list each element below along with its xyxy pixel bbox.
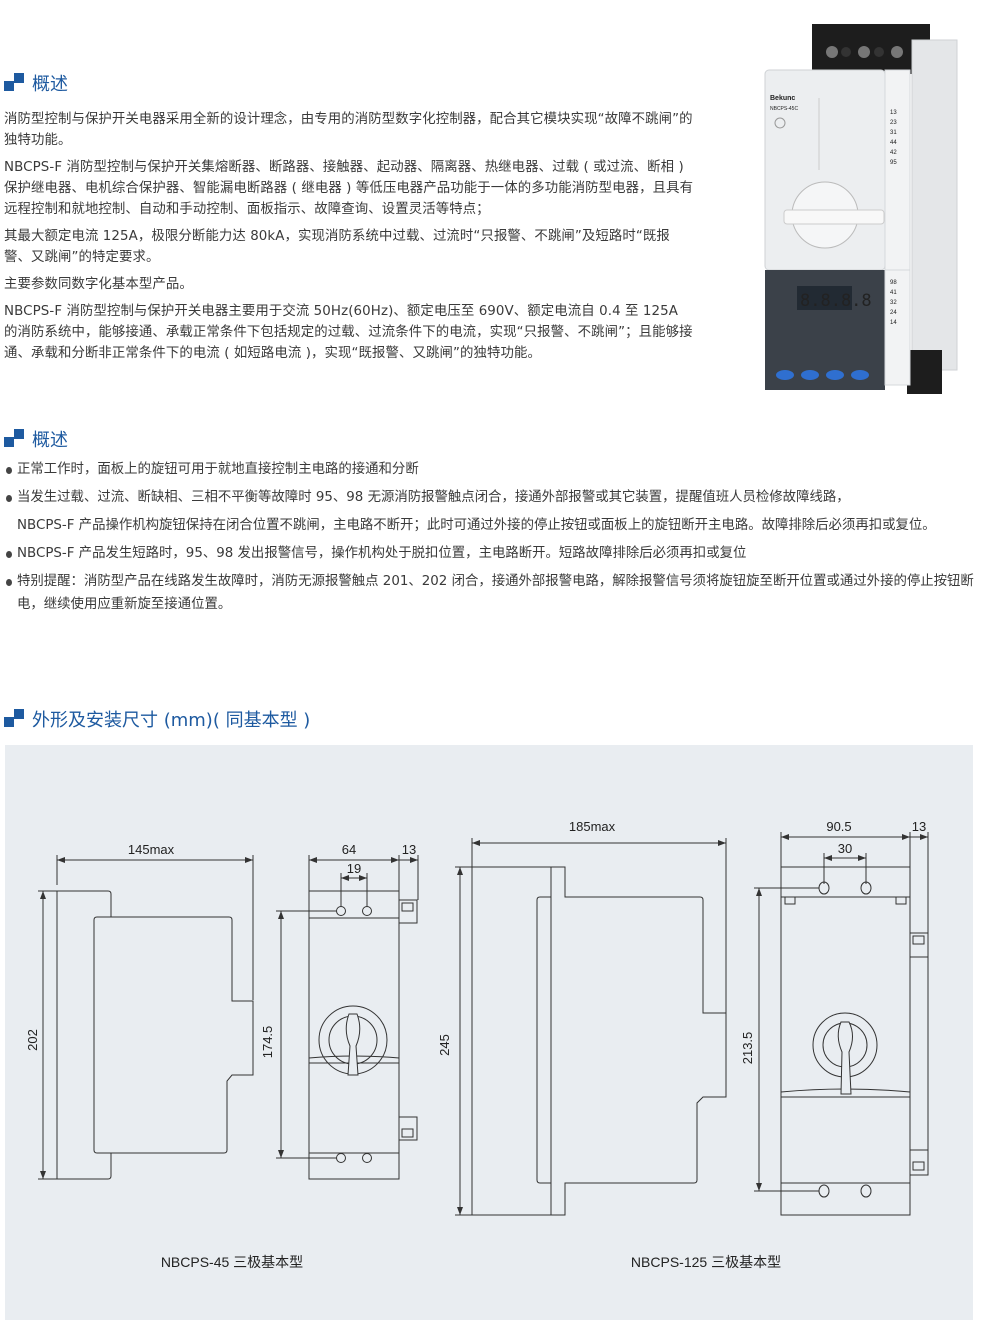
paragraph: NBCPS-F 消防型控制与保护开关集熔断器、断路器、接触器、起动器、隔离器、热…: [4, 160, 694, 217]
section-square-icon: [4, 429, 24, 449]
svg-text:14: 14: [890, 320, 897, 326]
section-square-icon: [4, 73, 24, 93]
model-label: NBCPS-45C: [770, 106, 798, 112]
dim-mount-height-label: 174.5: [260, 1026, 275, 1059]
svg-text:24: 24: [890, 310, 897, 316]
overview-paragraphs: 消防型控制与保护开关电器采用全新的设计理念，由专用的消防型数字化控制器，配合其它…: [4, 109, 694, 370]
dim-height-label: 245: [437, 1034, 452, 1056]
list-item: NBCPS-F 产品发生短路时，95、98 发出报警信号，操作机构处于脱扣位置，…: [4, 542, 984, 565]
heading-text: 概述: [32, 74, 68, 95]
list-item-continuation: NBCPS-F 产品操作机构旋钮保持在闭合位置不跳闸，主电路不断开；此时可通过外…: [17, 518, 936, 533]
paragraph: 其最大额定电流 125A，极限分断能力达 80kA，实现消防系统中过载、过流时“…: [4, 229, 670, 265]
svg-text:23: 23: [890, 120, 897, 126]
dim-width-label: 145max: [128, 842, 175, 857]
svg-text:44: 44: [890, 140, 897, 146]
dim-front-width-label: 90.5: [826, 819, 851, 834]
knob-handle: [783, 209, 885, 225]
paragraph: NBCPS-F 消防型控制与保护开关电器主要用于交流 50Hz(60Hz)、额定…: [4, 304, 693, 361]
svg-text:13: 13: [890, 110, 897, 116]
dimension-drawing-panel: 145max 202 64 13 19 174.5 NBCPS-45 三极基本型: [5, 745, 973, 1320]
list-item: 当发生过载、过流、断缺相、三相不平衡等故障时 95、98 无源消防报警触点闭合，…: [4, 486, 984, 509]
drawing-caption: NBCPS-125 三极基本型: [631, 1254, 781, 1270]
paragraph: 主要参数同数字化基本型产品。: [4, 277, 193, 292]
heading-text: 外形及安装尺寸 (mm)( 同基本型 ): [32, 710, 311, 731]
dim-hole-spacing-label: 19: [347, 861, 361, 876]
dim-hole-spacing-label: 30: [838, 841, 852, 856]
svg-text:42: 42: [890, 150, 897, 156]
nbcps125-side-view: [455, 838, 727, 1216]
section-heading-overview: 概述: [4, 70, 68, 96]
product-photo: Bekunc NBCPS-45C 13 23 31 44 42 95 98 41…: [762, 20, 962, 396]
nbcps45-side-view: [38, 855, 254, 1180]
list-item: 特别提醒：消防型产品在线路发生故障时，消防无源报警触点 201、202 闭合，接…: [4, 570, 984, 616]
section-square-icon: [4, 709, 24, 729]
svg-text:31: 31: [890, 130, 897, 136]
section-heading-operation: 概述: [4, 426, 68, 452]
svg-text:95: 95: [890, 160, 897, 166]
operation-bullet-list: 正常工作时，面板上的旋钮可用于就地直接控制主电路的接通和分断 当发生过载、过流、…: [4, 458, 984, 621]
brand-label: Bekunc: [770, 95, 795, 102]
dim-width-label: 185max: [569, 819, 616, 834]
dim-rail-label: 13: [402, 842, 416, 857]
svg-text:41: 41: [890, 290, 897, 296]
svg-text:32: 32: [890, 300, 897, 306]
led-display: 8.8.8.8: [800, 291, 872, 311]
dim-front-width-label: 64: [342, 842, 356, 857]
heading-text: 概述: [32, 430, 68, 451]
svg-text:98: 98: [890, 280, 897, 286]
drawing-caption: NBCPS-45 三极基本型: [161, 1254, 303, 1270]
paragraph: 消防型控制与保护开关电器采用全新的设计理念，由专用的消防型数字化控制器，配合其它…: [4, 112, 693, 148]
section-heading-dimensions: 外形及安装尺寸 (mm)( 同基本型 ): [4, 706, 310, 732]
list-item: 正常工作时，面板上的旋钮可用于就地直接控制主电路的接通和分断: [4, 458, 984, 481]
dim-rail-label: 13: [912, 819, 926, 834]
nbcps125-front-view: [754, 832, 929, 1216]
dim-height-label: 202: [25, 1029, 40, 1051]
nbcps45-front-view: [276, 855, 419, 1180]
dim-mount-height-label: 213.5: [740, 1032, 755, 1065]
